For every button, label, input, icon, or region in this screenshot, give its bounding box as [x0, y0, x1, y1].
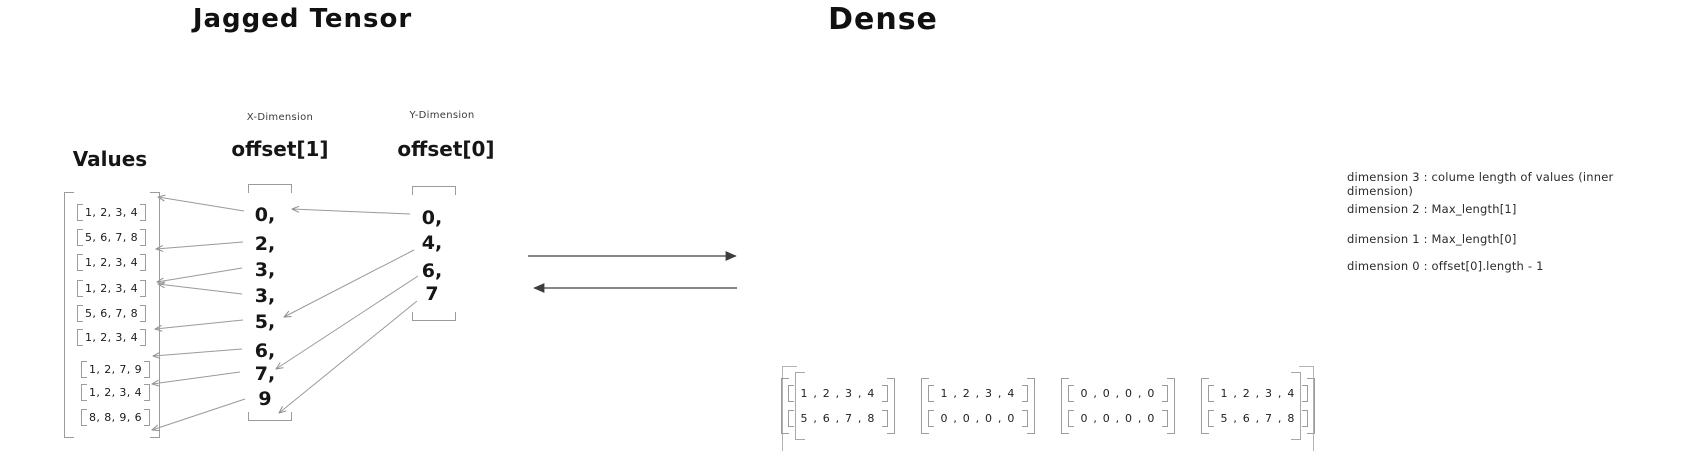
dense-matrix: 0 , 0 , 0 , 0 0 , 0 , 0 , 0 — [1061, 378, 1175, 434]
offset1-item: 7, — [254, 363, 276, 385]
values-vector: 5, 6, 7, 8 — [77, 305, 146, 322]
dimension-1-note: dimension 1 : Max_length[0] — [1347, 232, 1517, 246]
x-dimension-label: X-Dimension — [246, 112, 314, 123]
jagged-tensor-title: Jagged Tensor — [192, 4, 413, 34]
values-vector: 5, 6, 7, 8 — [77, 229, 146, 246]
arrow-offset1-6 — [153, 348, 243, 356]
values-row: 1, 2, 3, 4 — [77, 201, 146, 221]
arrow-offset1-9 — [152, 398, 246, 430]
dense-vector: 0 , 0 , 0 , 0 — [1068, 410, 1168, 427]
arrow-offset0-6 — [276, 275, 419, 369]
values-row: 1, 2, 7, 9 — [81, 358, 150, 378]
values-list: 1, 2, 3, 4 5, 6, 7, 8 1, 2, 3, 4 1, 2, 3… — [64, 192, 160, 438]
offset1-item: 9 — [258, 388, 272, 410]
dense-matrix: 1 , 2 , 3 , 4 0 , 0 , 0 , 0 — [921, 378, 1035, 434]
dense-vector: 5 , 6 , 7 , 8 — [1208, 410, 1308, 427]
values-vector: 1, 2, 3, 4 — [77, 280, 146, 297]
values-row: 5, 6, 7, 8 — [77, 226, 146, 246]
arrow-offset1-2 — [156, 241, 244, 249]
values-row: 1, 2, 3, 4 — [77, 251, 146, 271]
dense-vector: 0 , 0 , 0 , 0 — [1068, 385, 1168, 402]
y-dimension-label: Y-Dimension — [409, 110, 475, 121]
values-row: 1, 2, 3, 4 — [81, 381, 150, 401]
offset0-item: 6, — [421, 260, 443, 282]
values-vector: 1, 2, 3, 4 — [81, 384, 150, 401]
arrow-offset0-0 — [292, 209, 411, 215]
values-vector: 1, 2, 3, 4 — [77, 204, 146, 221]
offset1-close-bracket — [248, 412, 292, 421]
values-row: 8, 8, 9, 6 — [81, 406, 150, 426]
arrow-offset1-3a — [157, 267, 243, 282]
offset1-open-bracket — [248, 184, 292, 193]
offset0-open-bracket — [412, 186, 456, 195]
offset1-item: 0, — [254, 204, 276, 226]
offset0-item: 0, — [421, 207, 443, 229]
values-row: 1, 2, 3, 4 — [77, 326, 146, 346]
arrow-offset0-7 — [279, 300, 418, 413]
offset0-item: 7 — [425, 283, 439, 305]
arrow-offset0-4 — [284, 249, 415, 317]
dense-vector: 1 , 2 , 3 , 4 — [788, 385, 888, 402]
dense-matrix: 1 , 2 , 3 , 4 5 , 6 , 7 , 8 — [1201, 378, 1315, 434]
dense-vector: 1 , 2 , 3 , 4 — [928, 385, 1028, 402]
values-row: 5, 6, 7, 8 — [77, 302, 146, 322]
offset1-item: 3, — [254, 259, 276, 281]
dense-batch-row: 1 , 2 , 3 , 4 5 , 6 , 7 , 8 1 , 2 , 3 , … — [781, 372, 1315, 440]
dimension-0-note: dimension 0 : offset[0].length - 1 — [1347, 259, 1544, 273]
offset0-to-offset1-arrows — [276, 209, 419, 413]
arrow-offset1-7 — [152, 371, 241, 384]
dimension-3-note: dimension 3 : colume length of values (i… — [1347, 170, 1614, 198]
dense-tensor: 1 , 2 , 3 , 4 5 , 6 , 7 , 8 1 , 2 , 3 , … — [781, 366, 1315, 451]
offset1-to-values-arrows — [152, 197, 246, 430]
values-row: 1, 2, 3, 4 — [77, 277, 146, 297]
values-vector: 1, 2, 3, 4 — [77, 254, 146, 271]
dimension-2-note: dimension 2 : Max_length[1] — [1347, 202, 1517, 216]
dense-vector: 5 , 6 , 7 , 8 — [788, 410, 888, 427]
offset1-item: 6, — [254, 340, 276, 362]
offset0-header: offset[0] — [397, 137, 495, 161]
values-header: Values — [72, 147, 148, 171]
values-vector: 1, 2, 7, 9 — [81, 361, 150, 378]
offset1-item: 5, — [254, 311, 276, 333]
values-vector: 1, 2, 3, 4 — [77, 329, 146, 346]
dense-matrix: 1 , 2 , 3 , 4 5 , 6 , 7 , 8 — [781, 378, 895, 434]
dense-title: Dense — [828, 2, 938, 37]
offset1-header: offset[1] — [231, 137, 329, 161]
conversion-arrows — [528, 256, 737, 288]
offset0-close-bracket — [412, 312, 456, 321]
arrow-offset1-5 — [155, 319, 244, 329]
arrow-offset1-3b — [158, 284, 243, 295]
dense-vector: 0 , 0 , 0 , 0 — [928, 410, 1028, 427]
dense-vector: 1 , 2 , 3 , 4 — [1208, 385, 1308, 402]
values-vector: 8, 8, 9, 6 — [81, 409, 150, 426]
arrow-offset1-0 — [158, 197, 245, 212]
offset0-item: 4, — [421, 232, 443, 254]
offset1-item: 3, — [254, 285, 276, 307]
offset1-item: 2, — [254, 233, 276, 255]
